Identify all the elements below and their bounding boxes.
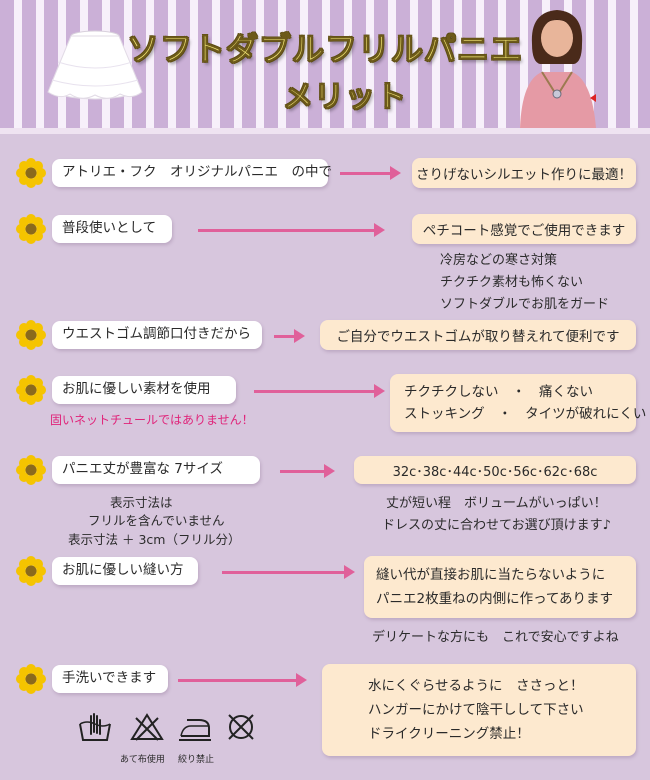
- merit-label-6: お肌に優しい縫い方: [52, 557, 198, 585]
- note-text: ドレスの丈に合わせてお選び頂けます♪: [382, 518, 611, 533]
- merit-result-line: ドライクリーニング禁止！: [368, 726, 530, 742]
- merit-result-line: ハンガーにかけて陰干しして下さい: [368, 702, 584, 718]
- flower-icon: [16, 664, 46, 694]
- arrow-icon: [178, 673, 307, 687]
- note-text: 丈が短い程 ボリュームがいっぱい！: [386, 496, 607, 511]
- merit-result-text: さりげないシルエット作りに最適！: [416, 167, 632, 183]
- flower-icon: [16, 375, 46, 405]
- merit-result-2: ペチコート感覚でご使用できます: [412, 214, 636, 244]
- care-label: あて布使用: [120, 755, 165, 765]
- size-note: 表示寸法 ＋ 3cm（フリル分）: [68, 532, 241, 547]
- merit-label-2: 普段使いとして: [52, 215, 172, 243]
- merit-result-6: 縫い代が直接お肌に当たらないように パニエ2枚重ねの内側に作ってあります: [364, 556, 636, 618]
- hand-wash-icon: [79, 713, 111, 741]
- note-text: チクチク素材も怖くない: [440, 275, 584, 290]
- merit-label-text: アトリエ・フク オリジナルパニエ の中で: [62, 164, 332, 181]
- merit-label-3: ウエストゴム調節口付きだから: [52, 321, 262, 349]
- flower-icon: [16, 214, 46, 244]
- note-text: 冷房などの寒さ対策: [440, 253, 558, 268]
- merit-result-line: 水にくぐらせるように ささっと！: [368, 678, 584, 694]
- care-label: 絞り禁止: [178, 755, 215, 765]
- size-list-text: 32c･38c･44c･50c･56c･62c･68c: [392, 464, 598, 480]
- model-photo: [520, 10, 596, 128]
- merit-result-4: チクチクしない ・ 痛くない ストッキング ・ タイツが破れにくい: [390, 374, 647, 432]
- merit-label-text: 普段使いとして: [62, 220, 157, 237]
- arrow-icon: [198, 223, 385, 237]
- arrow-icon: [280, 464, 335, 478]
- arrow-icon: [254, 384, 385, 398]
- flower-icon: [16, 556, 46, 586]
- merit-label-text: お肌に優しい素材を使用: [62, 381, 211, 398]
- merit-result-1: さりげないシルエット作りに最適！: [412, 158, 636, 188]
- arrow-icon: [274, 329, 305, 343]
- size-list-box: 32c･38c･44c･50c･56c･62c･68c: [354, 456, 636, 484]
- merit-result-line: 縫い代が直接お肌に当たらないように: [376, 567, 606, 583]
- merit-result-text: ご自分でウエストゴムが取り替えれて便利です: [336, 329, 620, 345]
- flower-icon: [16, 455, 46, 485]
- iron-with-cloth-icon: [179, 719, 211, 741]
- merit-result-line: チクチクしない ・ 痛くない: [404, 384, 593, 400]
- no-bleach-icon: [130, 713, 164, 741]
- arrow-icon: [340, 166, 401, 180]
- size-note: 表示寸法は: [110, 495, 173, 510]
- merit-result-3: ご自分でウエストゴムが取り替えれて便利です: [320, 320, 636, 350]
- arrow-icon: [222, 565, 355, 579]
- merit-label-7: 手洗いできます: [52, 665, 168, 693]
- flower-icon: [16, 158, 46, 188]
- merit-label-text: ウエストゴム調節口付きだから: [62, 326, 251, 343]
- merit-label-text: パニエ丈が豊富な 7サイズ: [62, 461, 223, 478]
- merit-label-text: お肌に優しい縫い方: [62, 562, 184, 579]
- merit-label-4: お肌に優しい素材を使用: [52, 376, 236, 404]
- size-note: フリルを含んでいません: [88, 513, 225, 528]
- merit-result-line: パニエ2枚重ねの内側に作ってあります: [376, 591, 614, 607]
- header-banner: ソフトダブルフリルパニエ メリット: [0, 0, 650, 130]
- merit-result-7: 水にくぐらせるように ささっと！ ハンガーにかけて陰干しして下さい ドライクリー…: [322, 664, 636, 756]
- note-text: ソフトダブルでお肌をガード: [440, 297, 610, 312]
- white-petticoat-image: [47, 30, 143, 100]
- no-tumble-dry-icon: [228, 714, 254, 740]
- merit-result-text: ペチコート感覚でご使用できます: [422, 223, 626, 239]
- header-divider: [0, 128, 650, 134]
- merit-label-5: パニエ丈が豊富な 7サイズ: [52, 456, 260, 484]
- merit-label-text: 手洗いできます: [62, 670, 157, 687]
- flower-icon: [16, 320, 46, 350]
- warning-text: 固いネットチュールではありません！: [50, 413, 254, 427]
- note-text: デリケートな方にも これで安心ですよね: [372, 630, 619, 645]
- page-title: ソフトダブルフリルパニエ: [126, 30, 523, 69]
- merit-result-line: ストッキング ・ タイツが破れにくい: [404, 406, 647, 422]
- merit-label-1: アトリエ・フク オリジナルパニエ の中で: [52, 159, 332, 187]
- page-subtitle: メリット: [283, 80, 407, 116]
